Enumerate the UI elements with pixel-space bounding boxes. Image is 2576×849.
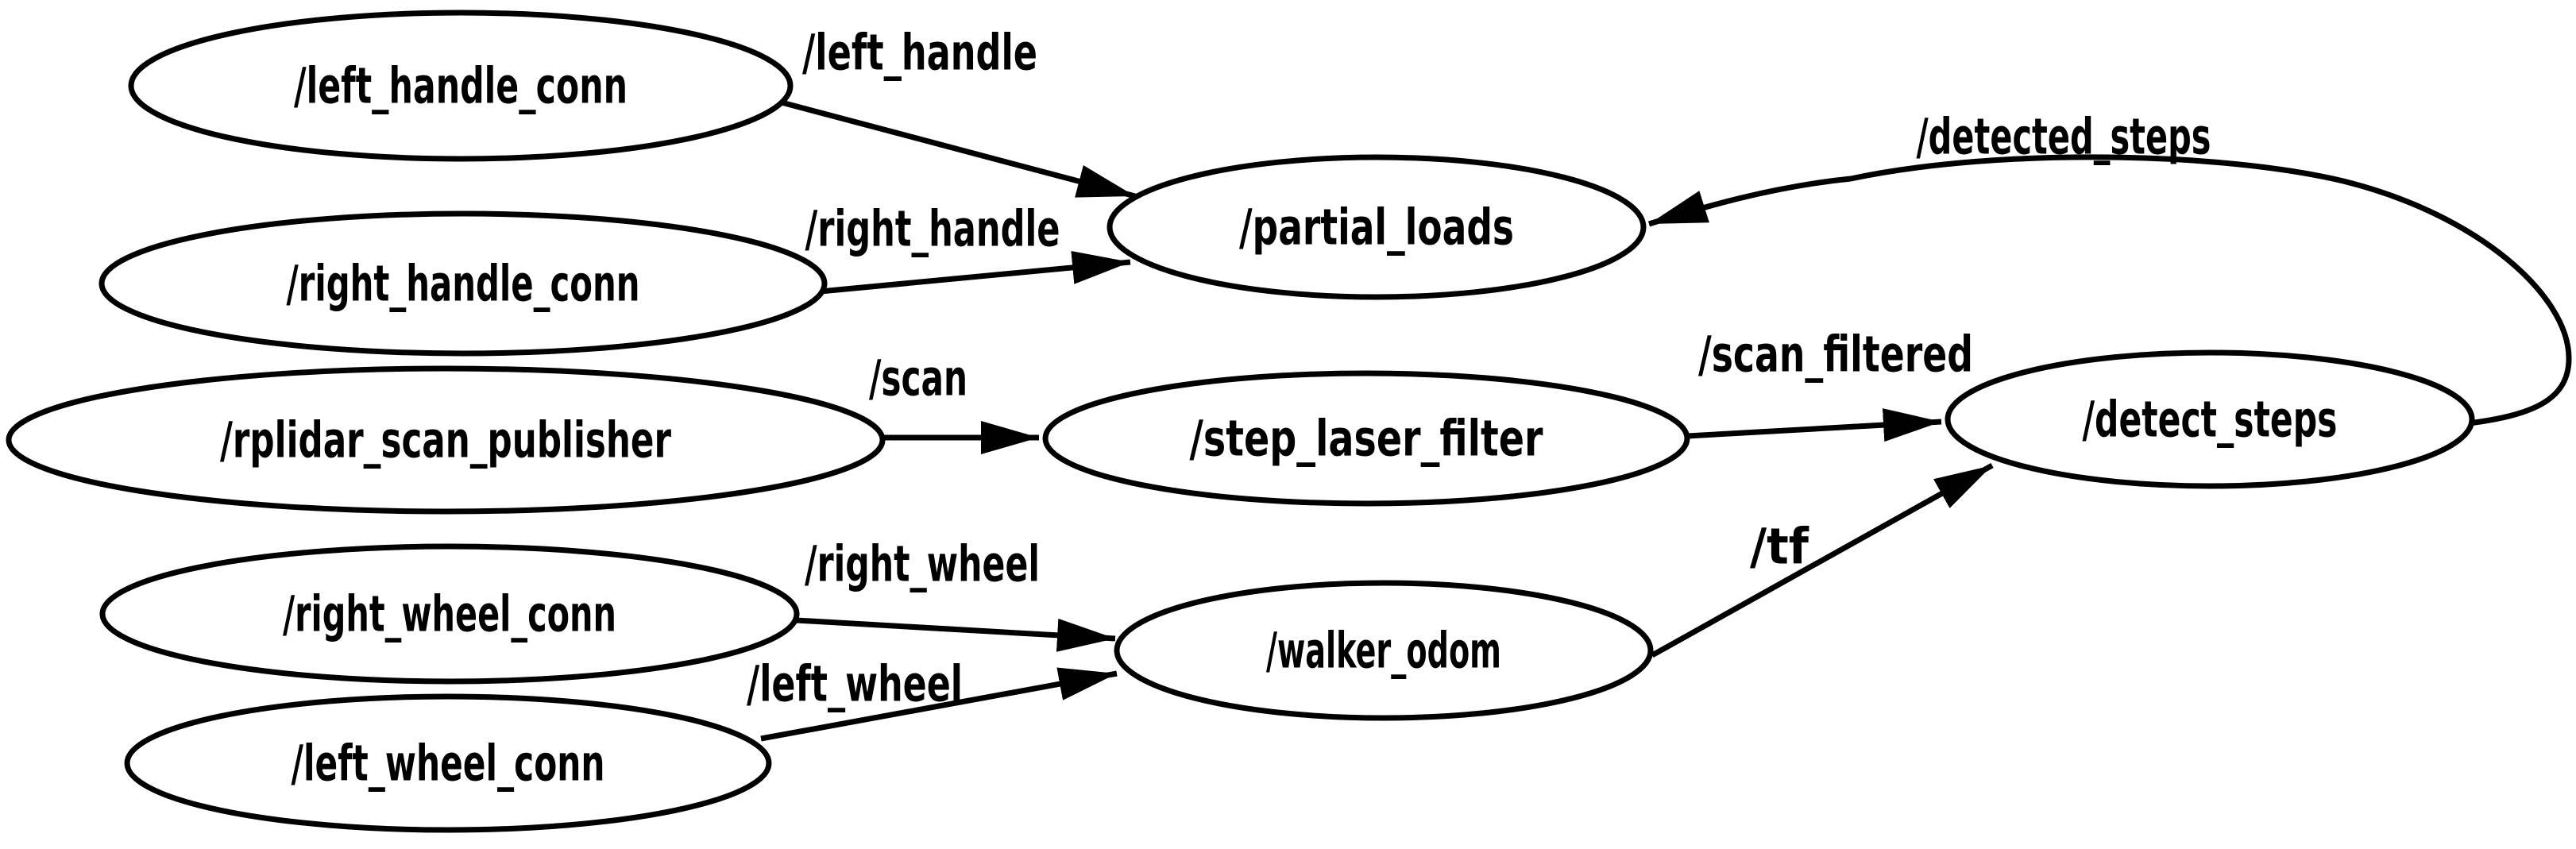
edge-scan_filtered — [1686, 408, 1942, 442]
edge-left_handle — [781, 99, 1136, 199]
edge-label-right_handle: /right_handle — [805, 200, 1060, 258]
node-label-right_wheel_conn: /right_wheel_conn — [283, 585, 616, 643]
node-left_wheel_conn — [124, 693, 772, 833]
edge-labels-layer: /left_handle/right_handle/scan/scan_filt… — [747, 24, 2211, 713]
edge-left_wheel — [760, 667, 1118, 742]
node-label-detect_steps: /detect_steps — [2083, 391, 2338, 449]
edge-label-scan: /scan — [869, 349, 967, 407]
edge-label-left_handle: /left_handle — [802, 24, 1037, 82]
edge-label-tf: /tf — [1750, 518, 1809, 576]
edge-label-right_wheel: /right_wheel — [805, 535, 1040, 593]
nodes-layer: /left_handle_conn/right_handle_conn/rpli… — [6, 10, 2475, 833]
node-right_wheel_conn — [99, 543, 800, 685]
node-walker_odom — [1114, 580, 1654, 721]
node-label-right_handle_conn: /right_handle_conn — [287, 255, 640, 313]
edges-layer — [760, 99, 2572, 742]
node-label-partial_loads: /partial_loads — [1239, 199, 1514, 257]
edge-detected_steps — [1647, 154, 2572, 426]
node-label-left_wheel_conn: /left_wheel_conn — [292, 735, 605, 793]
node-label-walker_odom: /walker_odom — [1266, 622, 1501, 680]
node-rplidar_scan_publisher — [6, 365, 886, 515]
node-label-rplidar_scan_publisher: /rplidar_scan_publisher — [220, 411, 671, 469]
edge-right_handle — [811, 250, 1131, 295]
edge-tf — [1651, 462, 1994, 658]
edge-label-left_wheel: /left_wheel — [747, 655, 963, 713]
node-label-left_handle_conn: /left_handle_conn — [294, 57, 628, 115]
node-detect_steps — [1945, 349, 2475, 489]
edge-right_wheel — [795, 617, 1116, 652]
edge-label-detected_steps: /detected_steps — [1917, 108, 2211, 166]
node-label-step_laser_filter: /step_laser_filter — [1190, 410, 1543, 468]
node-right_handle_conn — [98, 210, 828, 357]
node-left_handle_conn — [128, 10, 794, 162]
node-step_laser_filter — [1042, 370, 1690, 507]
node-partial_loads — [1106, 154, 1647, 300]
edge-label-scan_filtered: /scan_filtered — [1698, 326, 1973, 384]
